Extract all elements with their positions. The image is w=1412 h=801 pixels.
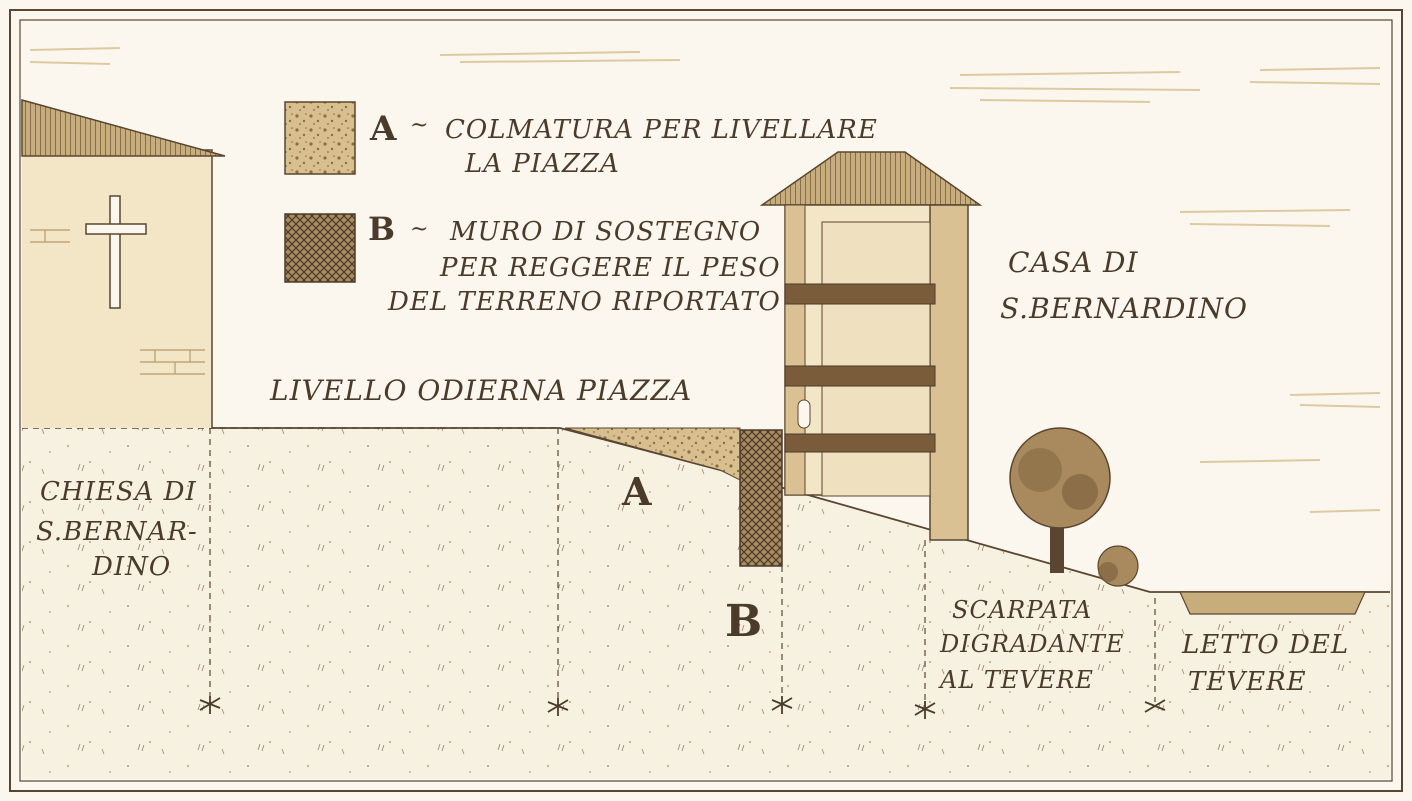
church-building xyxy=(21,99,226,428)
piazza-level-label: LIVELLO ODIERNA PIAZZA xyxy=(269,374,692,407)
legend-key-b: B xyxy=(368,210,396,248)
star-markers xyxy=(199,696,1166,719)
inner-border xyxy=(19,19,1393,782)
bush-icon xyxy=(1097,545,1139,587)
house-label-line1: CASA DI xyxy=(1008,246,1138,279)
legend-swatch-b xyxy=(284,213,356,283)
legend-b-line2: PER REGGERE IL PESO xyxy=(439,253,781,283)
marker-b-label: B xyxy=(725,596,763,647)
cross-icon xyxy=(109,195,121,309)
outer-border xyxy=(9,9,1403,792)
dashed-guides xyxy=(209,428,1156,705)
retaining-wall-b xyxy=(739,429,783,567)
house-building xyxy=(759,151,983,541)
river-bed xyxy=(1179,591,1366,615)
ground-soil xyxy=(22,428,1390,779)
slope-label-line1: SCARPATA xyxy=(952,596,1092,624)
church-label-line2: S.BERNAR- xyxy=(36,517,198,547)
slope-label-line3: AL TEVERE xyxy=(938,666,1094,694)
brick-texture xyxy=(30,229,205,375)
sky-wash-strokes xyxy=(29,47,1381,513)
legend-key-a: A xyxy=(369,109,397,149)
legend-a-line2: LA PIAZZA xyxy=(464,149,620,179)
slope-label-line2: DIGRADANTE xyxy=(939,630,1124,658)
legend-b-line3: DEL TERRENO RIPORTATO xyxy=(387,287,781,317)
church-label-line1: CHIESA DI xyxy=(40,477,197,507)
marker-a-label: A xyxy=(621,469,652,514)
river-label-line2: TEVERE xyxy=(1188,667,1307,697)
tree-icon xyxy=(1009,427,1111,573)
house-label-line2: S.BERNARDINO xyxy=(1000,292,1248,325)
river-label-line1: LETTO DEL xyxy=(1181,630,1349,660)
legend-dash-a: ~ xyxy=(410,113,429,138)
church-label-line3: DINO xyxy=(91,552,171,582)
legend-b-line1: MURO DI SOSTEGNO xyxy=(449,217,761,247)
legend-dash-b: ~ xyxy=(410,217,429,242)
legend-swatch-a xyxy=(284,101,356,175)
legend-a-line1: COLMATURA PER LIVELLARE xyxy=(445,115,878,145)
